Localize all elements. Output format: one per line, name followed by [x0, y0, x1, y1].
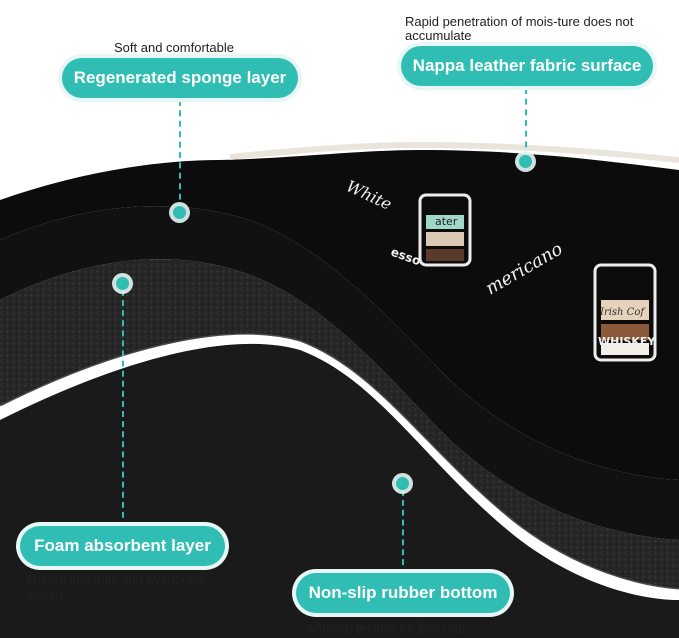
sponge-label: Regenerated sponge layer [62, 58, 298, 98]
sponge-layer [0, 206, 679, 540]
nappa-label: Nappa leather fabric surface [401, 46, 653, 86]
print-cup-2 [593, 263, 657, 362]
rubber-note: Anti-slip texture for firm grip [306, 621, 465, 636]
sponge-note: Soft and comfortable [114, 40, 234, 55]
marker-dot-sponge [173, 206, 186, 219]
print-word-2: ater [435, 215, 458, 228]
foam-label: Foam absorbent layer [20, 526, 225, 566]
leather-edge-highlight [229, 141, 679, 163]
connector-rubber [402, 490, 404, 575]
leather-top-surface [0, 150, 679, 480]
foam-layer [0, 259, 679, 588]
marker-dot-rubber [396, 477, 409, 490]
print-cup-1 [418, 193, 472, 267]
connector-nappa [525, 88, 527, 158]
connector-foam [122, 290, 124, 528]
marker-dot-foam [116, 277, 129, 290]
marker-dot-nappa [519, 155, 532, 168]
foam-note: Absorb instantly and evaporate quickly [25, 572, 205, 601]
nappa-note: Rapid penetration of mois-ture does not … [405, 14, 634, 43]
print-word-6: Irish Cof [599, 307, 646, 318]
connector-sponge [179, 100, 181, 210]
rubber-label: Non-slip rubber bottom [296, 573, 510, 613]
print-word-5: WHISKEY [598, 335, 656, 348]
